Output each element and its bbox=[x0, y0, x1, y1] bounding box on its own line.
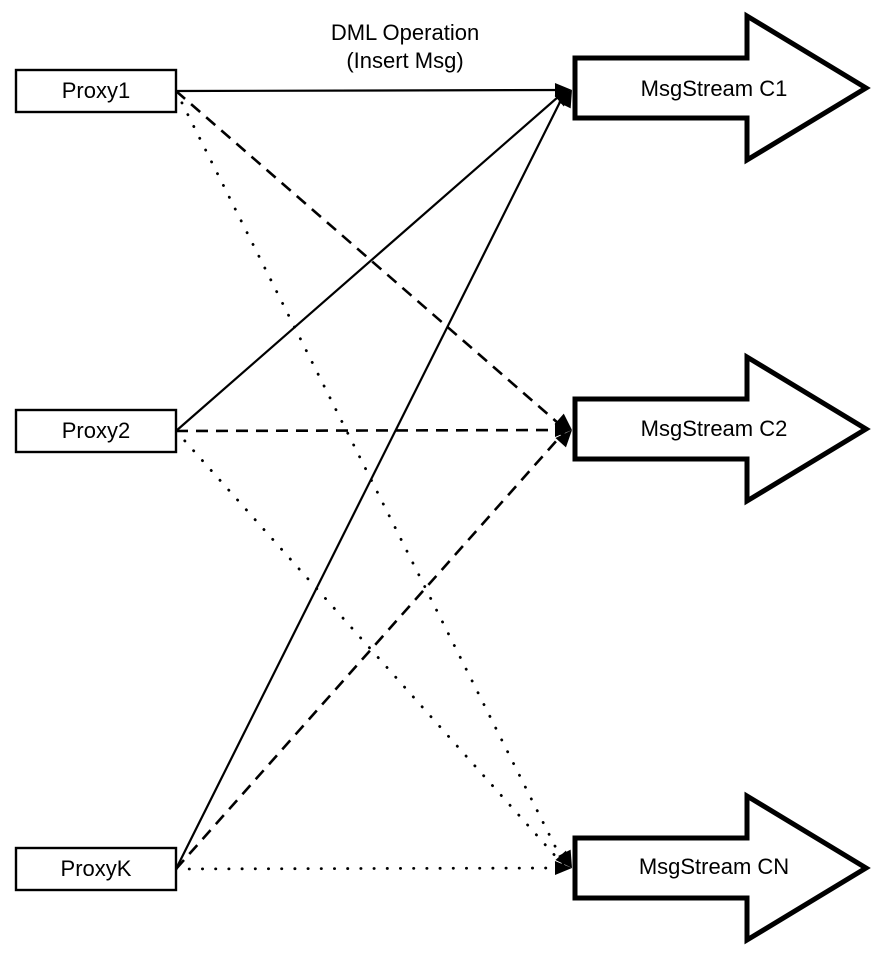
stream-arrow-shape-c1 bbox=[572, 11, 871, 165]
arrowhead-proxyk-to-c1 bbox=[558, 90, 572, 109]
proxy-label-proxy2: Proxy2 bbox=[62, 418, 130, 443]
edge-caption-line-2: (Insert Msg) bbox=[346, 48, 463, 73]
edge-caption-line-1: DML Operation bbox=[331, 20, 479, 45]
stream-node-cn[interactable]: MsgStream CN bbox=[572, 791, 871, 945]
proxy-box-rect-proxy2 bbox=[14, 408, 178, 454]
proxy-box-rect-proxy1 bbox=[14, 68, 178, 114]
stream-node-c2[interactable]: MsgStream C2 bbox=[572, 352, 871, 506]
arrowhead-proxy2-to-c2 bbox=[554, 423, 572, 438]
stream-nodes-layer: MsgStream C1 MsgStream C2 MsgStream CN bbox=[572, 11, 871, 945]
connector-proxyk-to-cn bbox=[174, 866, 568, 871]
arrowhead-proxy2-to-cn bbox=[555, 850, 572, 868]
connector-layer bbox=[174, 88, 568, 871]
arrowhead-layer bbox=[554, 83, 572, 876]
stream-label-c1: MsgStream C1 bbox=[641, 76, 788, 101]
connector-proxyk-to-c1 bbox=[175, 89, 567, 870]
proxy-label-proxyk: ProxyK bbox=[61, 856, 132, 881]
arrowhead-proxy1-to-c1 bbox=[554, 83, 572, 98]
stream-node-c1[interactable]: MsgStream C1 bbox=[572, 11, 871, 165]
connector-proxy2-to-c1 bbox=[175, 89, 567, 432]
stream-label-cn: MsgStream CN bbox=[639, 854, 789, 879]
connector-proxy2-to-c2 bbox=[175, 428, 567, 433]
proxy-node-proxyk[interactable]: ProxyK bbox=[14, 846, 178, 892]
connector-proxy1-to-c1 bbox=[175, 88, 567, 93]
proxy-node-proxy1[interactable]: Proxy1 bbox=[14, 68, 178, 114]
proxy-node-proxy2[interactable]: Proxy2 bbox=[14, 408, 178, 454]
connector-proxy2-to-cn bbox=[174, 429, 568, 870]
stream-arrow-shape-cn bbox=[572, 791, 871, 945]
connector-proxy1-to-c2 bbox=[175, 90, 567, 431]
connector-proxyk-to-c2 bbox=[175, 429, 567, 870]
stream-label-c2: MsgStream C2 bbox=[641, 416, 788, 441]
proxy-label-proxy1: Proxy1 bbox=[62, 78, 130, 103]
arrowhead-proxyk-to-c2 bbox=[555, 430, 572, 448]
arrowhead-proxy1-to-c2 bbox=[554, 413, 572, 430]
proxy-box-rect-proxyk bbox=[14, 846, 178, 892]
arrowhead-proxyk-to-cn bbox=[554, 861, 572, 876]
stream-arrow-shape-c2 bbox=[572, 352, 871, 506]
